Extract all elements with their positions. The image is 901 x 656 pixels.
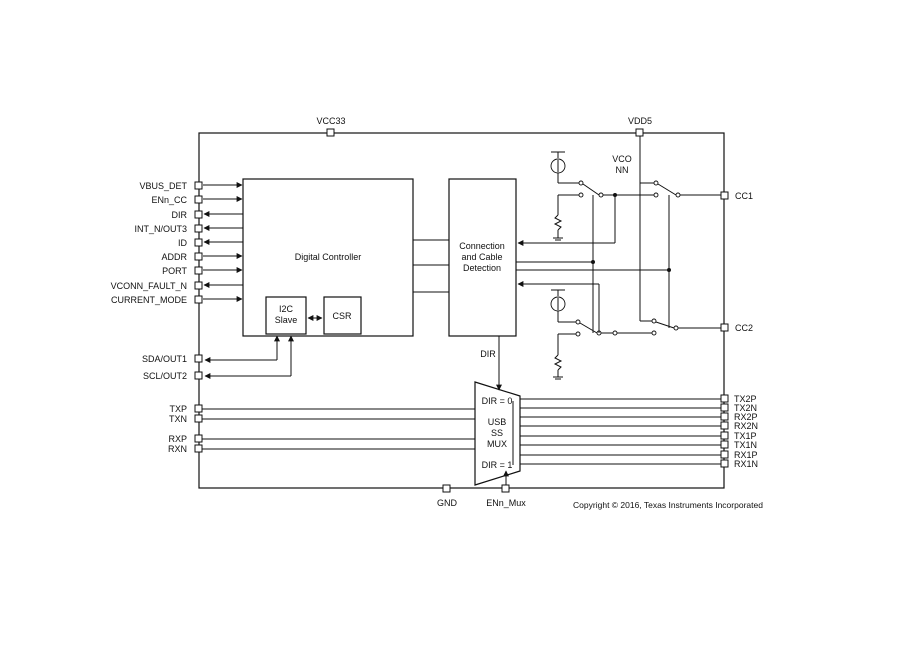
left-ss-pins: TXP TXN RXP RXN — [168, 404, 475, 454]
dir-signal-label: DIR — [480, 349, 496, 359]
conn-label-line3: Detection — [463, 263, 501, 273]
csr-label: CSR — [332, 311, 352, 321]
pin-sda-out1 — [194, 354, 203, 363]
pin-vcc33 — [326, 128, 335, 137]
resistor-icon-2 — [553, 354, 563, 371]
pin-scl-out2 — [194, 371, 203, 380]
pin-txp — [194, 404, 203, 413]
pin-label-id: ID — [178, 238, 188, 248]
pin-label-int-n-out3: INT_N/OUT3 — [134, 224, 187, 234]
pin-label-enn-cc: ENn_CC — [151, 195, 187, 205]
pin-label-sda-out1: SDA/OUT1 — [142, 354, 187, 364]
pin-enn-cc — [194, 195, 203, 204]
pin-label-tx2p: TX2P — [734, 394, 757, 404]
pin-addr — [194, 252, 203, 261]
pin-enn-mux — [501, 484, 510, 493]
right-ss-pins: TX2P TX2N RX2P RX2N TX1P TX1N RX1P RX1N — [520, 394, 758, 469]
resistor-icon — [553, 214, 563, 231]
pin-label-dir: DIR — [172, 210, 188, 220]
conn-label-line2: and Cable — [461, 252, 502, 262]
pin-label-vconn-fault-n: VCONN_FAULT_N — [111, 281, 187, 291]
i2c-slave-block — [265, 296, 307, 335]
pin-label-enn-mux: ENn_Mux — [486, 498, 526, 508]
vconn-label-line2: NN — [616, 165, 629, 175]
pin-label-addr: ADDR — [161, 252, 187, 262]
mux-dir0-label: DIR = 0 — [482, 396, 513, 406]
pin-label-current-mode: CURRENT_MODE — [111, 295, 187, 305]
digital-controller-label: Digital Controller — [295, 252, 362, 262]
pin-vdd5 — [635, 128, 644, 137]
cc-sense-lines — [516, 195, 671, 333]
pin-label-tx2n: TX2N — [734, 403, 757, 413]
pin-label-scl-out2: SCL/OUT2 — [143, 371, 187, 381]
pin-label-tx1p: TX1P — [734, 431, 757, 441]
csr-block — [323, 296, 362, 335]
pin-label-port: PORT — [162, 266, 187, 276]
pin-rxp — [194, 434, 203, 443]
pin-rx2n — [720, 421, 729, 430]
left-pins-controller: VBUS_DET ENn_CC DIR INT_N/OUT3 ID ADDR P… — [111, 181, 243, 305]
pin-label-txn: TXN — [169, 414, 187, 424]
pin-rx1n — [720, 459, 729, 468]
usb-ss-mux — [474, 381, 521, 486]
pin-txn — [194, 414, 203, 423]
pin-label-vcc33: VCC33 — [316, 116, 345, 126]
mux-label-line1: USB — [488, 417, 507, 427]
pin-vconn-fault-n — [194, 281, 203, 290]
mux-label-line2: SS — [491, 428, 503, 438]
pin-tx1p — [720, 431, 729, 440]
cc2-switch-network — [517, 183, 721, 380]
pin-label-rx1p: RX1P — [734, 450, 758, 460]
pin-id — [194, 238, 203, 247]
pin-tx1n — [720, 440, 729, 449]
pin-label-cc1: CC1 — [735, 191, 753, 201]
pin-label-rx2p: RX2P — [734, 412, 758, 422]
pin-vbus-det — [194, 181, 203, 190]
cc1-switch-network — [517, 136, 721, 246]
mux-dir1-label: DIR = 1 — [482, 460, 513, 470]
pin-label-rx2n: RX2N — [734, 421, 758, 431]
pin-label-rxp: RXP — [168, 434, 187, 444]
pin-port — [194, 266, 203, 275]
pin-int-n-out3 — [194, 224, 203, 233]
i2c-pins: SDA/OUT1 SCL/OUT2 — [142, 335, 294, 381]
pin-label-cc2: CC2 — [735, 323, 753, 333]
pin-dir — [194, 210, 203, 219]
conn-label-line1: Connection — [459, 241, 505, 251]
copyright-note: Copyright © 2016, Texas Instruments Inco… — [573, 500, 763, 510]
pin-gnd — [442, 484, 451, 493]
pin-cc1 — [720, 191, 729, 200]
vconn-label-line1: VCO — [612, 154, 632, 164]
pin-label-tx1n: TX1N — [734, 440, 757, 450]
pin-rxn — [194, 444, 203, 453]
i2c-label-line1: I2C — [279, 304, 294, 314]
pin-label-vbus-det: VBUS_DET — [139, 181, 187, 191]
pin-label-gnd: GND — [437, 498, 458, 508]
connection-detection-block — [448, 178, 517, 337]
pin-label-rxn: RXN — [168, 444, 187, 454]
pin-label-vdd5: VDD5 — [628, 116, 652, 126]
pin-label-txp: TXP — [169, 404, 187, 414]
controller-detection-bus — [413, 239, 449, 293]
pin-rx2p — [720, 412, 729, 421]
pin-rx1p — [720, 450, 729, 459]
pin-tx2p — [720, 394, 729, 403]
i2c-label-line2: Slave — [275, 315, 298, 325]
pin-label-rx1n: RX1N — [734, 459, 758, 469]
mux-label-line3: MUX — [487, 439, 507, 449]
pin-current-mode — [194, 295, 203, 304]
pin-cc2 — [720, 323, 729, 332]
pin-tx2n — [720, 403, 729, 412]
